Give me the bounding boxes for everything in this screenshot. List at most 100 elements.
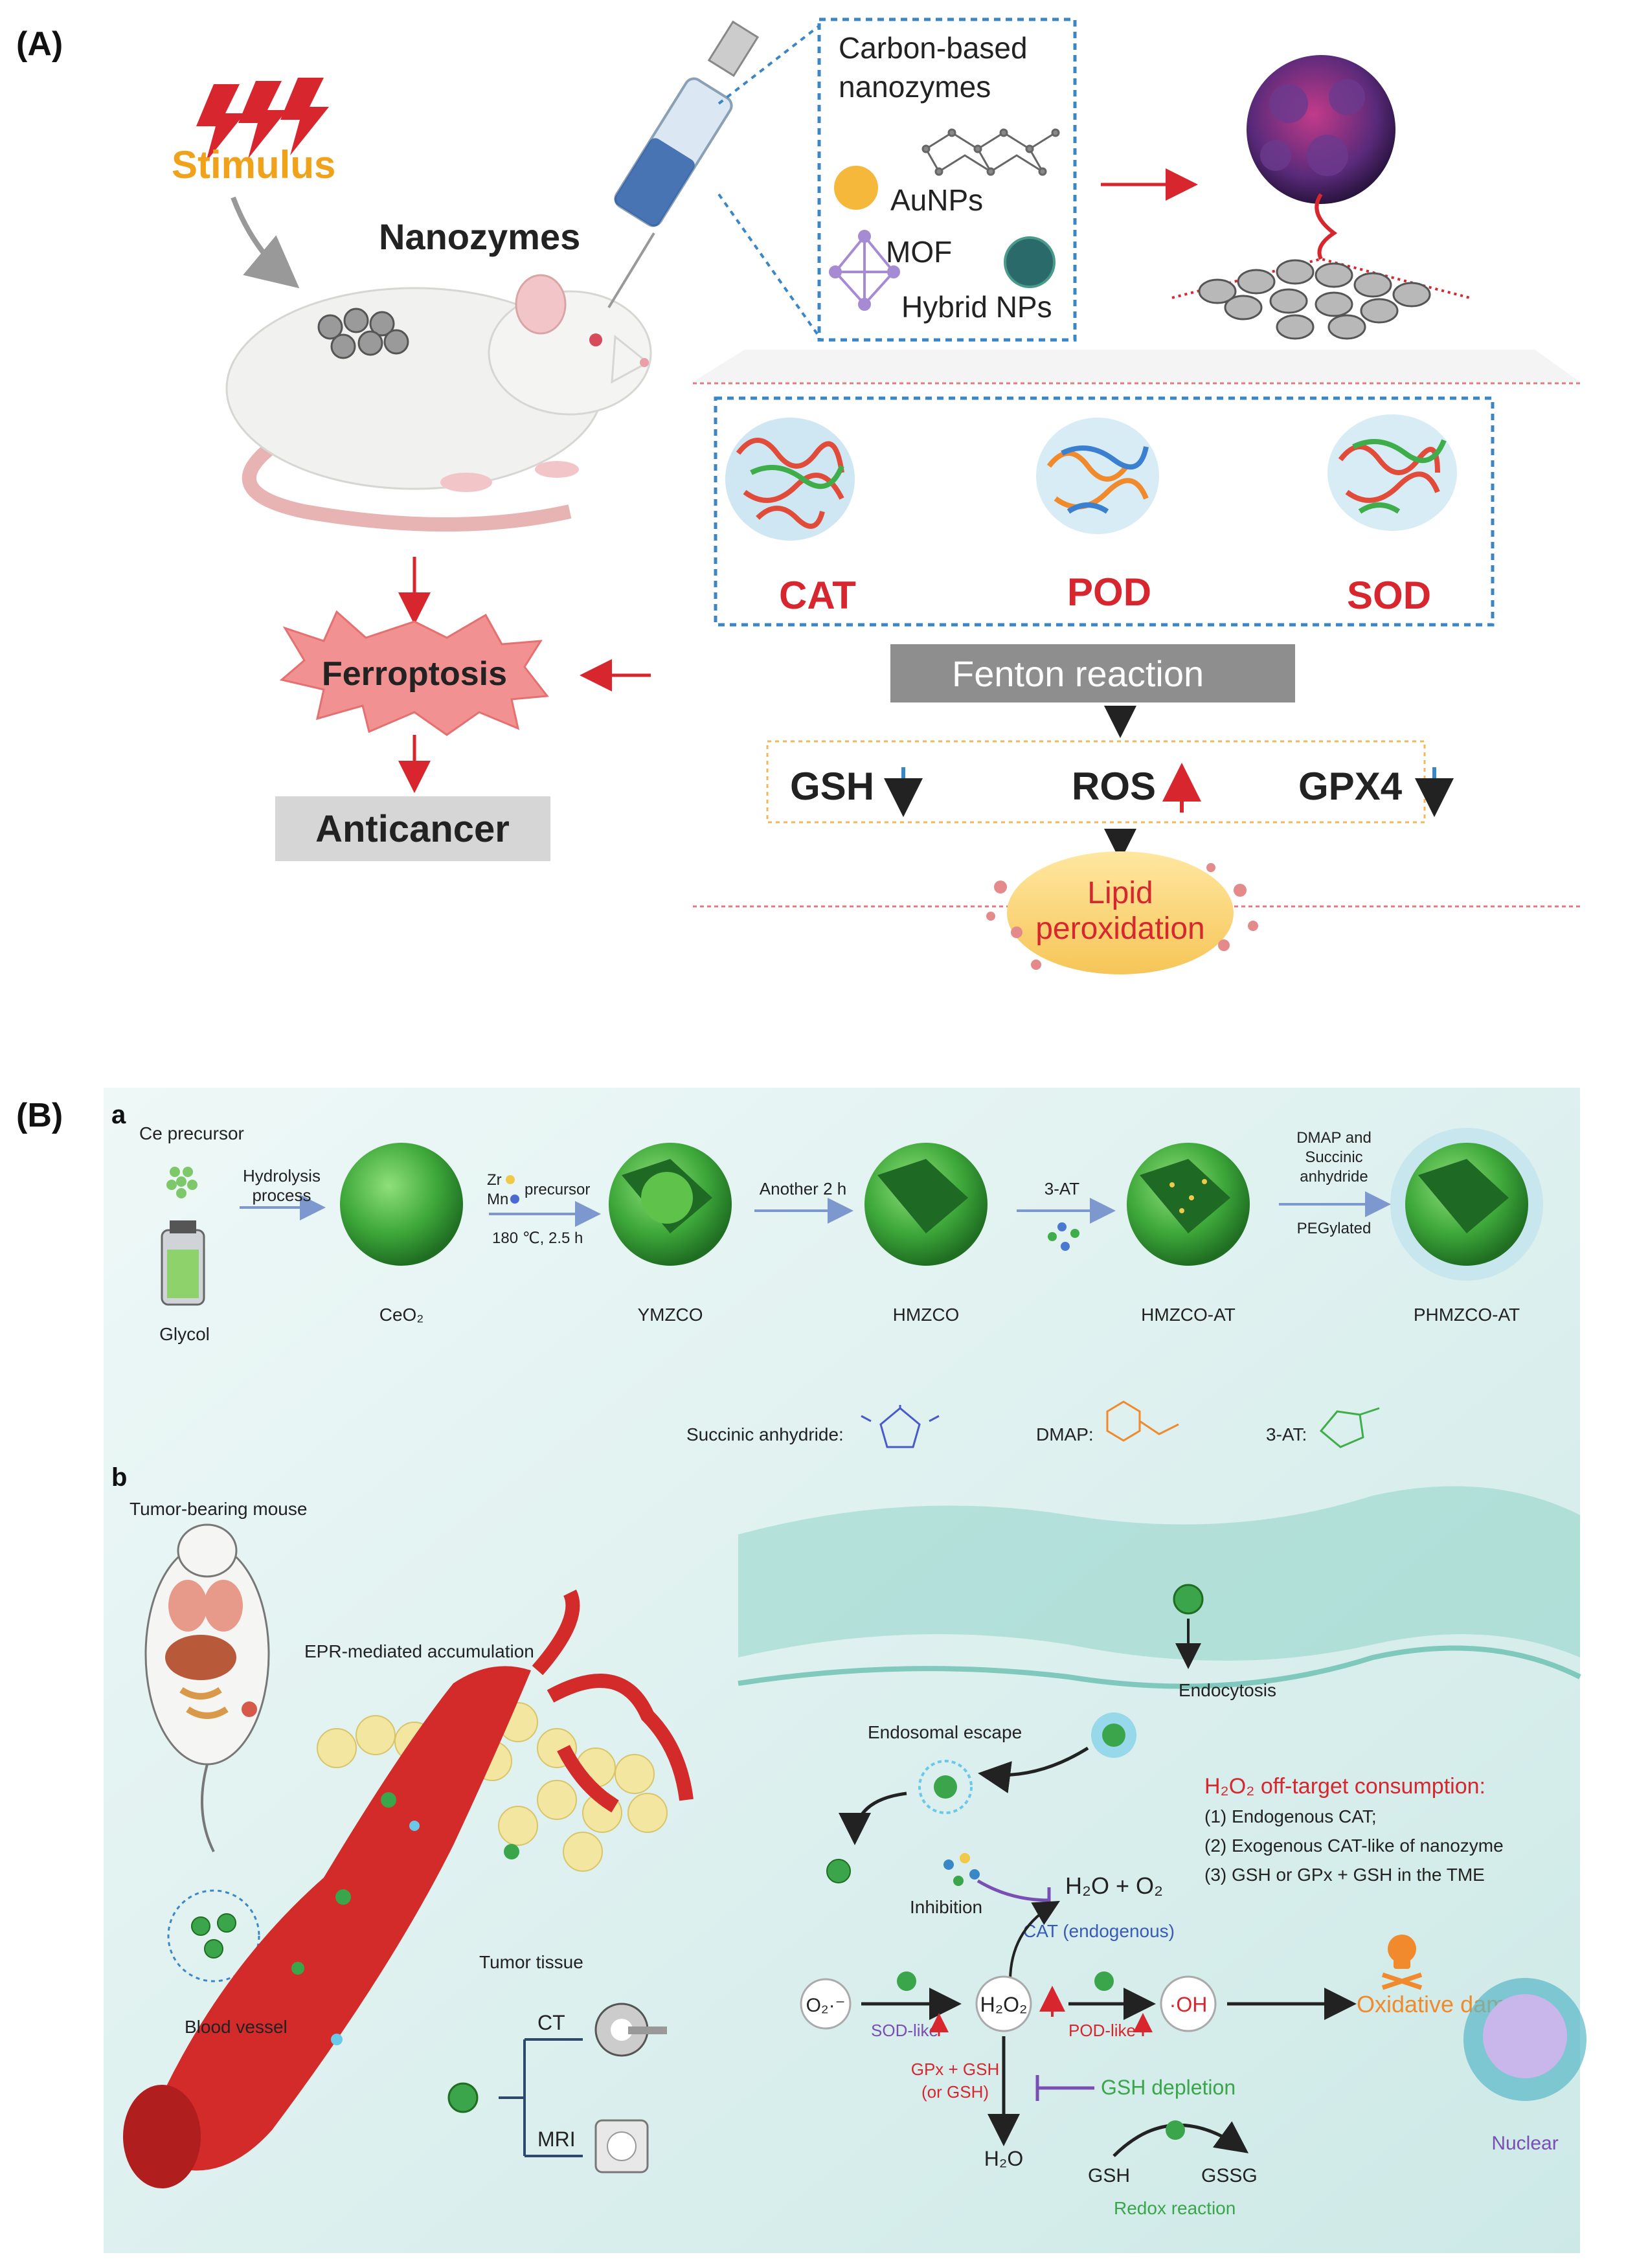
endosomal-label: Endosomal escape: [868, 1722, 1022, 1742]
phmzco-at-label: PHMZCO-AT: [1414, 1305, 1520, 1325]
mri-label: MRI: [537, 2128, 576, 2151]
at3-arrow-label: 3-AT: [1044, 1179, 1080, 1198]
nucleus-illustration: [1463, 1978, 1586, 2101]
hydrolysis-label-2: process: [252, 1185, 311, 1205]
nanozyme-zoom-circle: [167, 1889, 260, 1982]
cell-membrane: [738, 1486, 1580, 1661]
sod-like-label: SOD-like: [871, 2021, 938, 2040]
zr-label: Zr: [487, 1171, 502, 1189]
redox-label: Redox reaction: [1114, 2198, 1236, 2218]
ce-precursor-dots: [166, 1167, 198, 1198]
tumor-mouse-label: Tumor-bearing mouse: [130, 1499, 307, 1519]
gpx-label-2: (or GSH): [921, 2082, 989, 2102]
mri-scanner-icon: [594, 2119, 649, 2173]
hmzco-label: HMZCO: [893, 1305, 960, 1325]
nuclear-label: Nuclear: [1491, 2133, 1558, 2154]
nanozymes-box: [817, 17, 1077, 342]
aunps-label: AuNPs: [890, 183, 983, 217]
free-nanozyme-icon: [826, 1859, 851, 1883]
offtarget-item-3: (3) GSH or GPx + GSH in the TME: [1204, 1865, 1485, 1885]
pegylated-label: PEGylated: [1297, 1220, 1372, 1237]
gpx-label-1: GPx + GSH: [911, 2060, 1000, 2079]
imaging-bracket: [499, 2038, 583, 2157]
hmzco-at-sphere: [1127, 1143, 1250, 1266]
imaging-nanozyme-icon: [447, 2082, 479, 2113]
gssg-label: GSSG: [1201, 2165, 1258, 2186]
dmap-structure-icon: [1106, 1400, 1179, 1442]
panel-a-label: (A): [16, 25, 63, 63]
conditions-label: 180 ℃, 2.5 h: [492, 1229, 583, 1247]
tumor-mouse-illustration: [144, 1523, 270, 1852]
marker-box: [766, 740, 1426, 824]
endocytosis-label: Endocytosis: [1179, 1680, 1276, 1700]
h2o2-bubble: [975, 1975, 1032, 2032]
phmzco-at-sphere: [1390, 1128, 1543, 1281]
h2o2-label: H₂O₂: [980, 1993, 1028, 2016]
ymzco-sphere: [609, 1143, 732, 1266]
pod-label: POD: [1067, 570, 1151, 614]
lipid-peroxidation-blob: [986, 851, 1258, 974]
pod-like-label: POD-like: [1068, 2021, 1136, 2040]
graphene-icon: [921, 128, 1060, 176]
gsh-depletion-label: GSH depletion: [1101, 2076, 1236, 2099]
ferroptosis-burst: [279, 610, 549, 736]
ceo2-label: CeO₂: [379, 1305, 423, 1325]
dmap-label: DMAP:: [1036, 1424, 1094, 1444]
aunp-icon: [834, 166, 878, 210]
nanozyme-on-membrane-icon: [1173, 1584, 1204, 1615]
syringe-icon: [607, 20, 760, 309]
glycol-label: Glycol: [159, 1324, 210, 1344]
ce-precursor-label: Ce precursor: [139, 1123, 244, 1143]
ceo2-sphere: [340, 1143, 463, 1266]
anticancer-box: [275, 796, 550, 861]
gsh-b-label: GSH: [1088, 2165, 1130, 2186]
blood-vessel-illustration: [123, 1589, 694, 2188]
hmzco-sphere: [864, 1143, 988, 1266]
tumor-illustration: [1171, 55, 1471, 340]
oh-label: ·OH: [1169, 1993, 1208, 2016]
rat-illustration: [225, 274, 652, 532]
pod-protein-icon: [1036, 418, 1159, 534]
blood-vessel-label: Blood vessel: [185, 2017, 288, 2037]
ymzco-label: YMZCO: [637, 1305, 703, 1325]
cat-endo-label: CAT (endogenous): [1023, 1921, 1175, 1941]
skull-icon: [1381, 1935, 1423, 1990]
nanozymes-label: Nanozymes: [379, 216, 580, 257]
precursor-label: precursor: [525, 1181, 590, 1198]
gsh-label: GSH: [790, 765, 874, 808]
at3-structure-icon: [1319, 1407, 1380, 1448]
hybrid-label: Hybrid NPs: [901, 290, 1052, 324]
escaping-endosome-icon: [918, 1760, 973, 1814]
epr-label: EPR-mediated accumulation: [304, 1641, 534, 1661]
offtarget-item-2: (2) Exogenous CAT-like of nanozyme: [1204, 1836, 1504, 1856]
succinic-label: Succinic anhydride:: [686, 1424, 844, 1444]
gpx4-label: GPX4: [1298, 765, 1403, 808]
endosome-icon: [1091, 1712, 1136, 1758]
at3-label: 3-AT:: [1266, 1424, 1307, 1444]
h2o-label: H₂O: [984, 2147, 1023, 2170]
fenton-box: [890, 644, 1295, 702]
ros-label: ROS: [1072, 765, 1156, 808]
tumor-tissue-label: Tumor tissue: [479, 1952, 583, 1972]
hmzco-at-label: HMZCO-AT: [1141, 1305, 1236, 1325]
sod-label: SOD: [1347, 574, 1431, 617]
hybrid-np-icon: [1004, 236, 1056, 288]
dmap-arrow-label-2: Succinic: [1305, 1149, 1362, 1166]
stimulus-arrow: [231, 196, 300, 289]
fenton-label: Fenton reaction: [952, 653, 1204, 694]
carbon-title-2: nanozymes: [839, 70, 991, 104]
cat-protein-icon: [725, 418, 855, 541]
mof-icon: [829, 230, 900, 311]
hydrolysis-label-1: Hydrolysis: [243, 1166, 321, 1185]
succinic-structure-icon: [861, 1405, 940, 1448]
ct-label: CT: [537, 2011, 565, 2034]
stimulus-label: Stimulus: [172, 143, 335, 186]
another-label: Another 2 h: [760, 1179, 846, 1198]
mof-label: MOF: [886, 235, 952, 269]
o2-label: O₂·⁻: [806, 1995, 846, 2016]
at3-molecule-icon: [1048, 1222, 1079, 1251]
mn-label: Mn: [487, 1191, 508, 1208]
ct-scanner-icon: [594, 2003, 667, 2057]
lipid-label-2: peroxidation: [1035, 912, 1205, 946]
